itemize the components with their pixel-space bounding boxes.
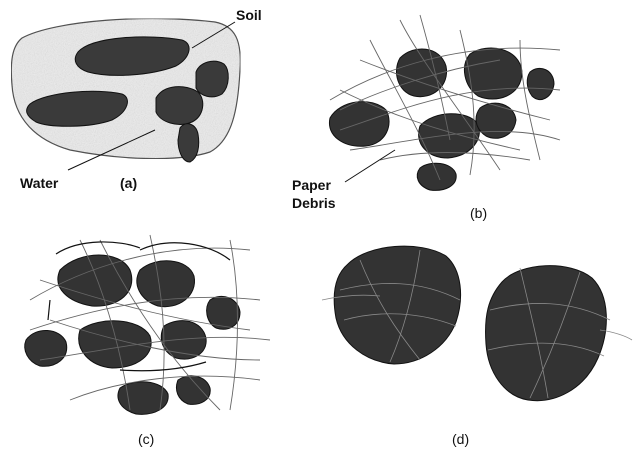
soil-particle (417, 163, 456, 190)
debris-label: Debris (292, 195, 336, 211)
panel-d: (d) (322, 246, 632, 447)
soil-particle (25, 330, 67, 366)
soil-aggregate (334, 246, 460, 364)
panel-b-label: (b) (470, 205, 487, 221)
panel-c: (c) (25, 235, 270, 447)
paper-label: Paper (292, 177, 331, 193)
panel-d-label: (d) (452, 431, 469, 447)
panel-c-label: (c) (138, 431, 154, 447)
soil-particle (196, 61, 228, 97)
soil-particle (176, 376, 210, 405)
soil-particle (118, 382, 168, 415)
soil-particle (58, 255, 132, 306)
soil-particle (156, 87, 203, 125)
soil-aggregate (486, 266, 607, 401)
soil-particle (464, 48, 522, 99)
panel-b: Paper Debris (b) (292, 15, 560, 221)
paper-pointer-line (345, 150, 395, 182)
panel-a-label: (a) (120, 175, 137, 191)
soil-label: Soil (236, 7, 262, 23)
water-label: Water (20, 175, 59, 191)
panel-a: Soil Water (a) (11, 7, 261, 191)
soil-particle (527, 68, 554, 99)
soil-particle (476, 103, 516, 138)
